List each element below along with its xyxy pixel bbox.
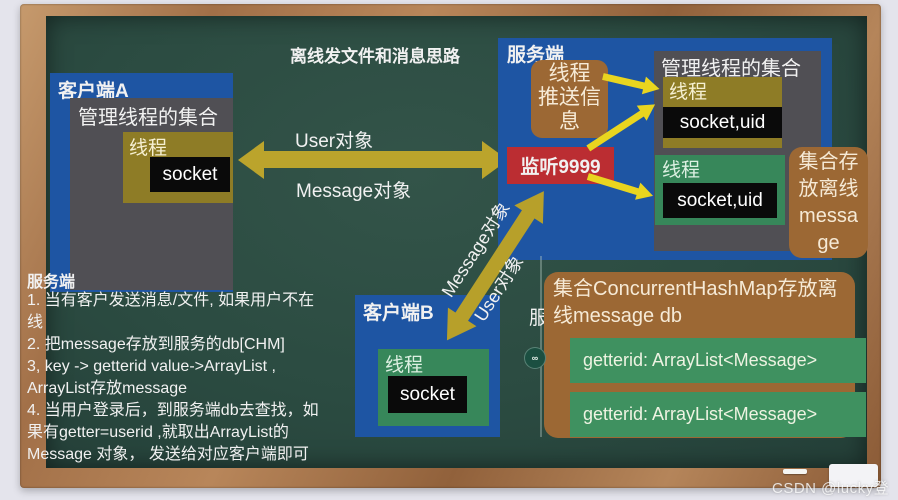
- user-object-label: User对象: [295, 131, 374, 152]
- link-icon: ∞: [524, 347, 546, 369]
- vertical-divider-line: [540, 256, 542, 437]
- offline-store-box: 集合存放离线message: [789, 147, 868, 258]
- server-thread1-socket-box: socket,uid: [663, 107, 782, 138]
- client-a-thread-label: 线程: [129, 138, 168, 159]
- server-listener-label: 监听9999: [520, 157, 601, 178]
- server-listener-box: 监听9999: [507, 147, 614, 184]
- chalk-piece: [783, 469, 807, 474]
- chm-entry-row: getterid: ArrayList<Message>: [570, 392, 866, 437]
- server-thread2-label: 线程: [662, 160, 701, 181]
- server-collection-label: 管理线程的集合: [661, 58, 801, 80]
- client-a-label: 客户端A: [58, 81, 129, 102]
- message-object-label: Message对象: [296, 181, 412, 202]
- chm-store-title: 集合ConcurrentHashMap存放离 线message db: [553, 278, 838, 327]
- chm-entry-row: getterid: ArrayList<Message>: [570, 338, 866, 383]
- server-push-thread-box: 线程 推送信 息: [531, 60, 608, 138]
- link-icon-glyph: ∞: [531, 353, 539, 363]
- client-b-socket-box: socket: [388, 376, 467, 413]
- client-a-socket-box: socket: [150, 157, 230, 192]
- watermark: CSDN @lucky登: [772, 480, 890, 497]
- diagram-title: 离线发文件和消息思路: [290, 47, 460, 66]
- chm-store-box: 集合ConcurrentHashMap存放离 线message db gette…: [544, 272, 866, 438]
- server-thread2-socket-box: socket,uid: [663, 183, 777, 218]
- client-a-collection-label: 管理线程的集合: [78, 107, 218, 129]
- notes-heading: 服务端: [27, 274, 76, 291]
- notes-body: 1. 当有客户发送消息/文件, 如果用户不在 线 2. 把message存放到服…: [27, 292, 319, 463]
- client-b-thread-label: 线程: [385, 355, 424, 376]
- client-b-label: 客户端B: [363, 303, 434, 324]
- eraser: [829, 464, 878, 487]
- server-thread1-label: 线程: [669, 82, 708, 103]
